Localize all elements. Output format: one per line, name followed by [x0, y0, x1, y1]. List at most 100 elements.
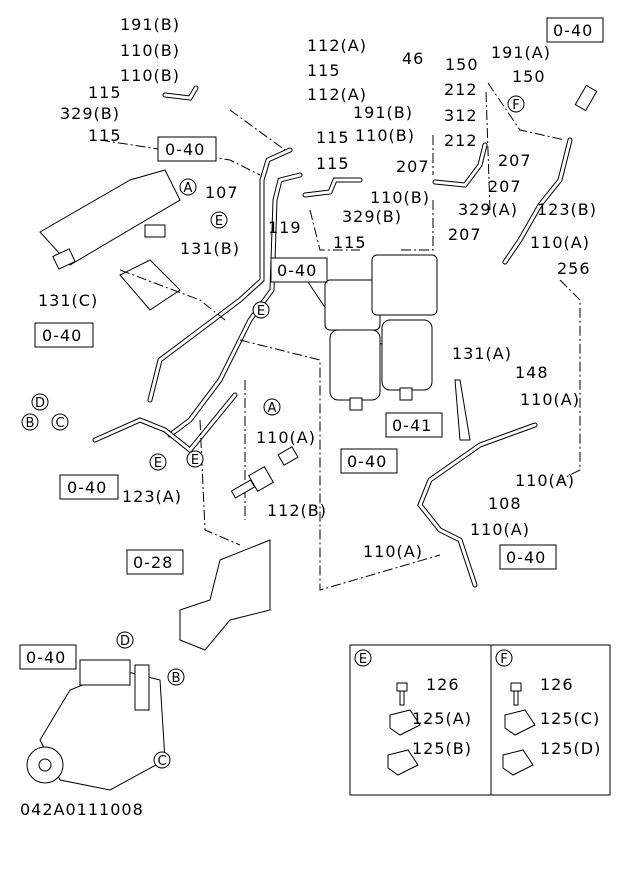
ref-circle-d: D — [116, 631, 134, 649]
part-label: 115 — [316, 154, 350, 173]
ref-box-label: 0-41 — [392, 416, 432, 435]
part-label: 123(B) — [537, 200, 597, 219]
ref-box-label: 0-40 — [67, 478, 107, 497]
svg-text:C: C — [157, 754, 166, 769]
part-label: 125(D) — [540, 739, 601, 758]
svg-text:E: E — [257, 304, 265, 319]
svg-text:E: E — [215, 214, 223, 229]
part-label: 131(A) — [452, 344, 512, 363]
part-label: 131(C) — [38, 291, 98, 310]
ref-boxes: 0-40 0-40 0-40 0-40 0-40 0-40 0-41 0-40 … — [19, 17, 604, 670]
svg-text:D: D — [35, 396, 45, 411]
part-label: 115 — [88, 83, 122, 102]
part-label: 107 — [205, 183, 239, 202]
ref-circle-c: C — [153, 751, 171, 769]
labels-right-mid: 131(A) 148 110(A) 110(A) 108 110(A) 110(… — [363, 344, 580, 561]
part-label: 212 — [444, 131, 478, 150]
svg-text:D: D — [120, 634, 130, 649]
part-label: 115 — [307, 61, 341, 80]
svg-text:A: A — [184, 181, 193, 196]
part-label: 126 — [540, 675, 574, 694]
ref-circle-e: E — [149, 453, 167, 471]
part-label: 126 — [426, 675, 460, 694]
ref-box[interactable]: 0-28 — [126, 549, 184, 575]
ref-circle-a: A — [263, 398, 281, 416]
part-label: 110(B) — [355, 126, 415, 145]
ref-circle-e: E — [186, 450, 204, 468]
part-label: 148 — [515, 363, 549, 382]
part-label: 207 — [498, 151, 532, 170]
ref-circle-a: A — [179, 178, 197, 196]
svg-text:A: A — [268, 401, 277, 416]
svg-text:E: E — [359, 652, 367, 667]
ref-box-label: 0-40 — [165, 140, 205, 159]
part-label: 131(B) — [180, 239, 240, 258]
ref-box[interactable]: 0-40 — [59, 474, 119, 500]
part-label: 123(A) — [122, 487, 182, 506]
ref-circle-b: B — [21, 413, 39, 431]
detail-inset: E F 126 125(A) 125(B) 126 125(C) 125(D) — [349, 644, 611, 796]
labels-right-top: 46 150 212 312 212 207 207 207 329(A) 20… — [396, 43, 597, 278]
ref-box[interactable]: 0-40 — [340, 448, 398, 474]
ref-box[interactable]: 0-40 — [34, 322, 94, 348]
part-label: 115 — [88, 126, 122, 145]
inset-marker-f: F — [495, 649, 513, 667]
svg-text:C: C — [55, 416, 64, 431]
part-label: 329(A) — [458, 200, 518, 219]
part-label: 150 — [512, 67, 546, 86]
part-label: 110(A) — [470, 520, 530, 539]
diagram-number: 042A0111008 — [20, 800, 144, 819]
ref-circle-b: B — [167, 668, 185, 686]
part-label: 108 — [488, 494, 522, 513]
part-label: 150 — [445, 55, 479, 74]
labels-left: 191(B) 110(B) 110(B) 115 329(B) 115 107 … — [38, 15, 327, 520]
part-label: 207 — [448, 225, 482, 244]
injector-rail — [52, 224, 166, 270]
part-label: 212 — [444, 80, 478, 99]
part-label: 191(B) — [120, 15, 180, 34]
ref-box-label: 0-40 — [42, 326, 82, 345]
svg-text:E: E — [154, 456, 162, 471]
part-label: 112(A) — [307, 36, 367, 55]
ref-box[interactable]: 0-40 — [157, 136, 217, 162]
part-label: 110(A) — [520, 390, 580, 409]
pipe-lines — [39, 82, 581, 651]
part-label: 112(A) — [307, 85, 367, 104]
ref-box-label: 0-40 — [26, 648, 66, 667]
ref-circle-e: E — [210, 211, 228, 229]
ref-circle-c: C — [51, 413, 69, 431]
svg-text:B: B — [172, 671, 181, 686]
part-label: 119 — [268, 218, 302, 237]
part-label: 191(A) — [491, 43, 551, 62]
part-label: 110(A) — [515, 471, 575, 490]
ref-circles: A A E E E E D B C F D B C — [21, 95, 525, 769]
part-label: 110(B) — [120, 66, 180, 85]
injection-pump — [26, 659, 166, 791]
fuel-filter-assembly — [324, 254, 438, 411]
part-label: 115 — [316, 128, 350, 147]
ref-box[interactable]: 0-40 — [499, 544, 557, 570]
svg-text:B: B — [26, 416, 35, 431]
part-label: 110(B) — [370, 188, 430, 207]
ref-box-label: 0-40 — [506, 548, 546, 567]
part-label: 112(B) — [267, 501, 327, 520]
sensor — [230, 446, 299, 499]
ref-box[interactable]: 0-40 — [270, 257, 328, 283]
svg-text:F: F — [500, 652, 507, 667]
part-label: 125(C) — [540, 709, 600, 728]
ref-box-label: 0-40 — [553, 21, 593, 40]
part-label: 329(B) — [342, 207, 402, 226]
ref-circle-e: E — [252, 301, 270, 319]
ref-box[interactable]: 0-40 — [19, 644, 77, 670]
svg-text:E: E — [191, 453, 199, 468]
part-label: 46 — [402, 49, 424, 68]
ref-box-label: 0-40 — [347, 452, 387, 471]
ref-box[interactable]: 0-40 — [546, 17, 604, 43]
inset-marker-e: E — [354, 649, 372, 667]
ref-circle-d: D — [31, 393, 49, 411]
part-label: 110(A) — [363, 542, 423, 561]
ref-circle-f: F — [507, 95, 525, 113]
ref-box[interactable]: 0-41 — [385, 412, 443, 438]
part-label: 312 — [444, 106, 478, 125]
